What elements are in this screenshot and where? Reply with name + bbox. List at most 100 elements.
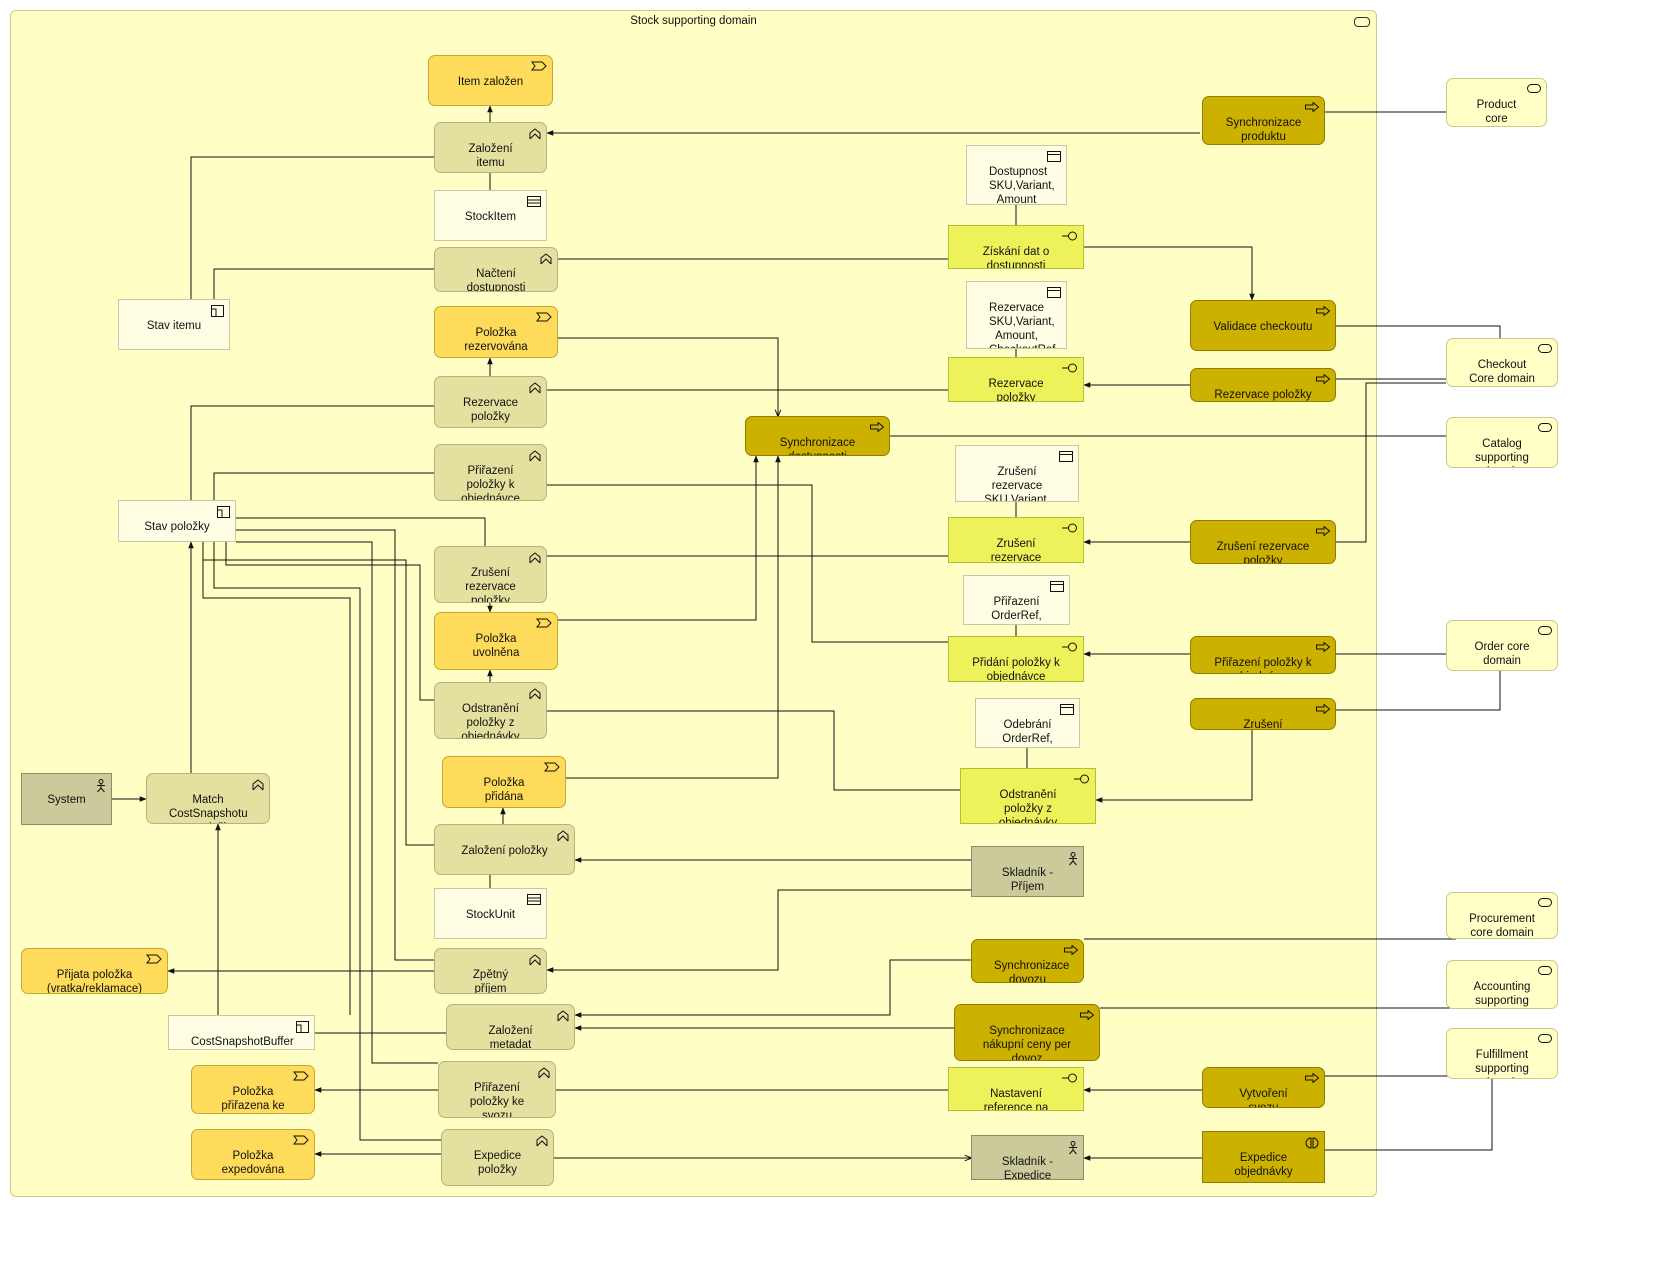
function-expedice-objednavky[interactable]: Expedice objednávky	[1202, 1131, 1325, 1183]
process-icon	[538, 1067, 550, 1079]
domain-order-core[interactable]: Order core domain	[1446, 620, 1558, 671]
process-icon	[529, 450, 541, 462]
domain-catalog-supporting[interactable]: Catalog supporting domain	[1446, 417, 1558, 468]
interface-label: Získání dat o dostupnosti	[982, 246, 1050, 269]
interface-ziskani-dat-o-dostupnosti[interactable]: Získání dat o dostupnosti	[948, 225, 1084, 269]
process-icon	[536, 1135, 548, 1147]
service-label: Synchronizace nákupní ceny per dovoz	[982, 1025, 1072, 1061]
service-rezervace-polozky[interactable]: Rezervace položky	[1190, 368, 1336, 402]
artifact-icon	[217, 506, 230, 518]
service-label: Synchronizace dovozu	[994, 960, 1070, 983]
process-rezervace-polozky[interactable]: Rezervace položky	[434, 376, 547, 428]
process-label: Přiřazení položky ke svozu	[469, 1082, 525, 1118]
service-label: Zrušení objednávky	[1243, 719, 1283, 730]
data-object-dostupnost[interactable]: Dostupnost SKU,Variant, Amount	[966, 145, 1067, 205]
service-icon	[1305, 1073, 1319, 1083]
event-polozka-prirazena-ke-svozu[interactable]: Položka přiřazena ke svozu	[191, 1065, 315, 1114]
event-prijata-polozka[interactable]: Přijata položka (vratka/reklamace)	[21, 948, 168, 994]
artifact-stav-itemu[interactable]: Stav itemu	[118, 299, 230, 350]
event-polozka-rezervovana[interactable]: Položka rezervována	[434, 306, 558, 358]
interface-icon	[1062, 1073, 1077, 1083]
event-polozka-uvolnena[interactable]: Položka uvolněna	[434, 612, 558, 670]
service-validace-checkoutu[interactable]: Validace checkoutu	[1190, 300, 1336, 351]
artifact-stav-polozky[interactable]: Stav položky	[118, 500, 236, 542]
data-object-icon	[1050, 581, 1064, 592]
actor-system[interactable]: System	[21, 773, 112, 825]
event-label: Přijata položka (vratka/reklamace)	[46, 969, 143, 994]
process-label: Založení metadat dovozu	[488, 1025, 533, 1050]
event-label: Položka expedována	[221, 1150, 285, 1176]
interface-odstraneni-polozky-z-objednavky[interactable]: Odstranění položky z objednávky	[960, 768, 1096, 824]
domain-fulfillment-supporting[interactable]: Fulfillment supporting domain	[1446, 1028, 1558, 1079]
grouping-icon	[1527, 84, 1541, 93]
process-icon	[557, 1010, 569, 1022]
service-synchronizace-produktu[interactable]: Synchronizace produktu	[1202, 96, 1325, 145]
process-zpetny-prijem-polozky[interactable]: Zpětný příjem položky	[434, 948, 547, 994]
actor-skladnik-prijem[interactable]: Skladník - Příjem	[971, 846, 1084, 897]
interface-zruseni-rezervace[interactable]: Zrušení rezervace	[948, 517, 1084, 563]
grouping-icon	[1538, 626, 1552, 635]
artifact-costsnapshotbuffer[interactable]: CostSnapshotBuffer	[168, 1015, 315, 1050]
process-zalozeni-itemu[interactable]: Založení itemu	[434, 122, 547, 173]
event-label: Položka uvolněna	[472, 633, 520, 659]
process-icon	[557, 830, 569, 842]
domain-label: Product core domain	[1476, 99, 1517, 125]
event-polozka-pridana[interactable]: Položka přidána	[442, 756, 566, 808]
process-prirazeni-polozky-ke-svozu[interactable]: Přiřazení položky ke svozu	[438, 1061, 556, 1118]
data-object-icon	[1059, 451, 1073, 462]
service-label: Rezervace položky	[1214, 389, 1312, 401]
data-object-label: StockUnit	[465, 909, 516, 921]
data-object-stockitem[interactable]: StockItem	[434, 190, 547, 241]
process-nacteni-dostupnosti[interactable]: Načtení dostupnosti	[434, 247, 558, 292]
data-object-rezervace[interactable]: Rezervace SKU,Variant, Amount, CheckoutR…	[966, 281, 1067, 349]
actor-skladnik-expedice[interactable]: Skladník - Expedice	[971, 1135, 1084, 1180]
process-zalozeni-metadat-dovozu[interactable]: Založení metadat dovozu	[446, 1004, 575, 1050]
process-prirazeni-polozky-k-objednavce[interactable]: Přiřazení položky k objednávce	[434, 444, 547, 501]
service-icon	[1080, 1010, 1094, 1020]
interface-nastaveni-reference-na-svoz[interactable]: Nastavení reference na svoz	[948, 1067, 1084, 1111]
service-icon	[1305, 102, 1319, 112]
service-zruseni-rezervace-polozky[interactable]: Zrušení rezervace položky	[1190, 520, 1336, 564]
process-odstraneni-polozky-z-objednavky[interactable]: Odstranění položky z objednávky	[434, 682, 547, 739]
process-zruseni-rezervace-polozky[interactable]: Zrušení rezervace položky	[434, 546, 547, 603]
event-label: Položka přidána	[483, 777, 525, 803]
data-object-stockunit[interactable]: StockUnit	[434, 888, 547, 939]
data-object-icon	[527, 894, 541, 905]
process-icon	[529, 128, 541, 140]
data-object-odebrani[interactable]: Odebrání OrderRef, serial	[975, 698, 1080, 748]
process-expedice-polozky[interactable]: Expedice položky	[441, 1129, 554, 1186]
domain-product-core[interactable]: Product core domain	[1446, 78, 1547, 127]
group-title: Stock supporting domain	[630, 15, 757, 27]
event-item-zalozen[interactable]: Item založen	[428, 55, 553, 106]
service-vytvoreni-svozu[interactable]: Vytvoření svozu	[1202, 1067, 1325, 1108]
domain-checkout-core[interactable]: Checkout Core domain	[1446, 338, 1558, 387]
domain-label: Accounting supporting domain	[1473, 981, 1531, 1007]
process-icon	[529, 552, 541, 564]
domain-procurement-core[interactable]: Procurement core domain	[1446, 892, 1558, 939]
event-polozka-expedovana[interactable]: Položka expedována	[191, 1129, 315, 1180]
service-synchronizace-nakupni-ceny[interactable]: Synchronizace nákupní ceny per dovoz	[954, 1004, 1100, 1061]
data-object-icon	[1047, 287, 1061, 298]
actor-label: Skladník - Příjem	[1001, 867, 1054, 893]
process-zalozeni-polozky[interactable]: Založení položky	[434, 824, 575, 875]
data-object-zruseni-rezervace[interactable]: Zrušení rezervace SKU,Variant, CheckoutR…	[955, 445, 1079, 502]
actor-label: System	[47, 794, 86, 806]
interface-pridani-polozky-k-objednavce[interactable]: Přidání položky k objednávce	[948, 636, 1084, 682]
data-object-prirazeni[interactable]: Přiřazení OrderRef, serial	[963, 575, 1070, 625]
service-zruseni-objednavky[interactable]: Zrušení objednávky	[1190, 698, 1336, 730]
artifact-label: Stav položky	[144, 521, 210, 533]
process-icon	[529, 382, 541, 394]
event-label: Položka rezervována	[464, 327, 528, 353]
interface-rezervace-polozky[interactable]: Rezervace položky	[948, 357, 1084, 402]
service-prirazeni-polozky-k-objednavce[interactable]: Přiřazení položky k objednávce	[1190, 636, 1336, 674]
interface-icon	[1074, 774, 1089, 784]
artifact-label: Stav itemu	[146, 320, 202, 332]
grouping-icon	[1538, 344, 1552, 353]
service-synchronizace-dostupnosti[interactable]: Synchronizace dostupnosti	[745, 416, 890, 456]
domain-accounting-supporting[interactable]: Accounting supporting domain	[1446, 960, 1558, 1009]
interface-label: Rezervace položky	[988, 378, 1044, 402]
service-synchronizace-dovozu[interactable]: Synchronizace dovozu	[971, 939, 1084, 983]
process-match-costsnapshotu[interactable]: Match CostSnapshotu na položku	[146, 773, 270, 824]
interaction-icon	[1305, 1137, 1319, 1149]
